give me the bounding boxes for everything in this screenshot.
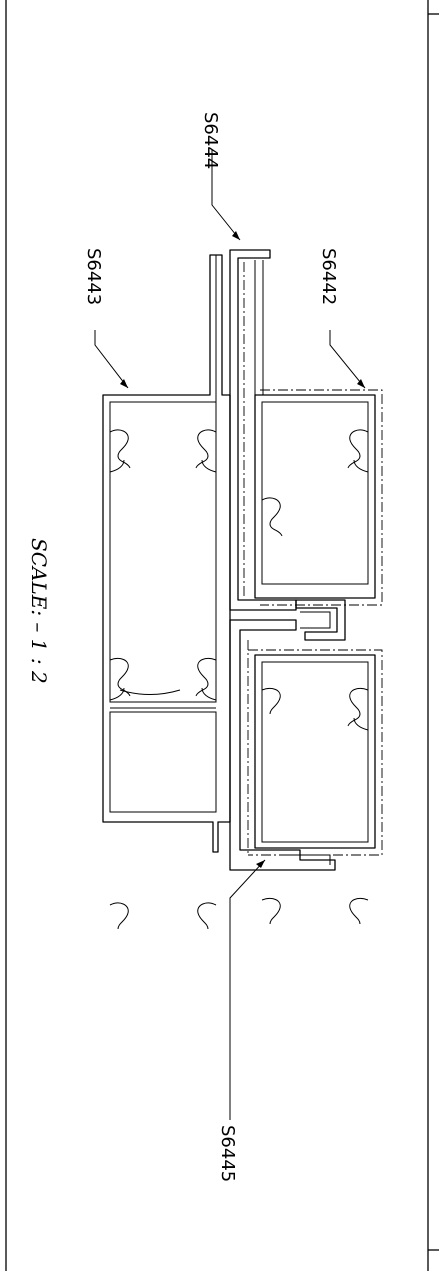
leader-lines xyxy=(94,150,366,1120)
profile-s6443 xyxy=(102,254,231,930)
profile-s6445 xyxy=(229,619,336,871)
part-label-s6445: S6445 xyxy=(217,1125,238,1182)
profile-s6444 xyxy=(229,249,297,611)
part-label-s6443: S6443 xyxy=(83,248,104,305)
drawing-frame xyxy=(5,0,439,1271)
part-label-s6444: S6444 xyxy=(200,112,221,169)
scale-label: SCALE: – 1 : 2 xyxy=(27,538,51,684)
profile-s6442 xyxy=(254,260,383,606)
profile-lower-box xyxy=(248,599,383,925)
part-label-s6442: S6442 xyxy=(318,248,339,305)
